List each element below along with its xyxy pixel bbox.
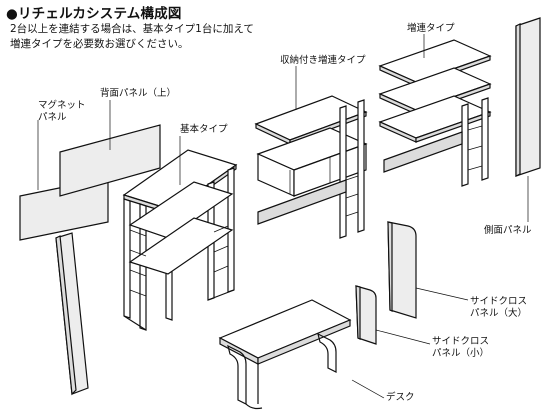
desk-label: デスク [386,392,415,403]
side-cross-small-label-line2: パネル（小） [432,348,490,359]
intro-text: 2台以上を連結する場合は、基本タイプ1台に加えて 増連タイプを必要数お選びくださ… [10,22,254,52]
storage-add-type [254,95,368,239]
side-cross-small-label-line1: サイドクロス [432,336,490,347]
long-panel-left [55,232,89,396]
side-cross-large-label-line2: パネル（大） [470,308,528,319]
side-cross-large-label-line1: サイドクロス [470,296,528,307]
page-title: ●リチェルカシステム構成図 [6,6,182,22]
storage-add-type-label: 収納付き増連タイプ [280,55,366,66]
magnet-panel-label-line2: パネル [38,112,67,123]
desk [218,299,352,410]
leader-lines [37,34,529,399]
add-type-shelf [378,39,492,187]
back-panel-upper [59,124,161,197]
side-panel [515,17,541,177]
magnet-panel-label: マグネット パネル [38,100,86,124]
side-cross-panel-large [387,221,417,319]
basic-type-label: 基本タイプ [180,124,228,135]
magnet-panel-label-line1: マグネット [38,100,86,111]
add-type-label: 増連タイプ [407,23,455,34]
side-cross-small-label: サイドクロス パネル（小） [432,336,489,360]
side-cross-large-label: サイドクロス パネル（大） [470,296,527,320]
side-panel-label: 側面パネル [484,225,532,236]
intro-line-1: 2台以上を連結する場合は、基本タイプ1台に加えて [10,23,254,35]
intro-line-2: 増連タイプを必要数お選びください。 [10,38,189,50]
back-panel-label: 背面パネル（上） [100,88,177,99]
side-cross-panel-small [355,285,377,345]
